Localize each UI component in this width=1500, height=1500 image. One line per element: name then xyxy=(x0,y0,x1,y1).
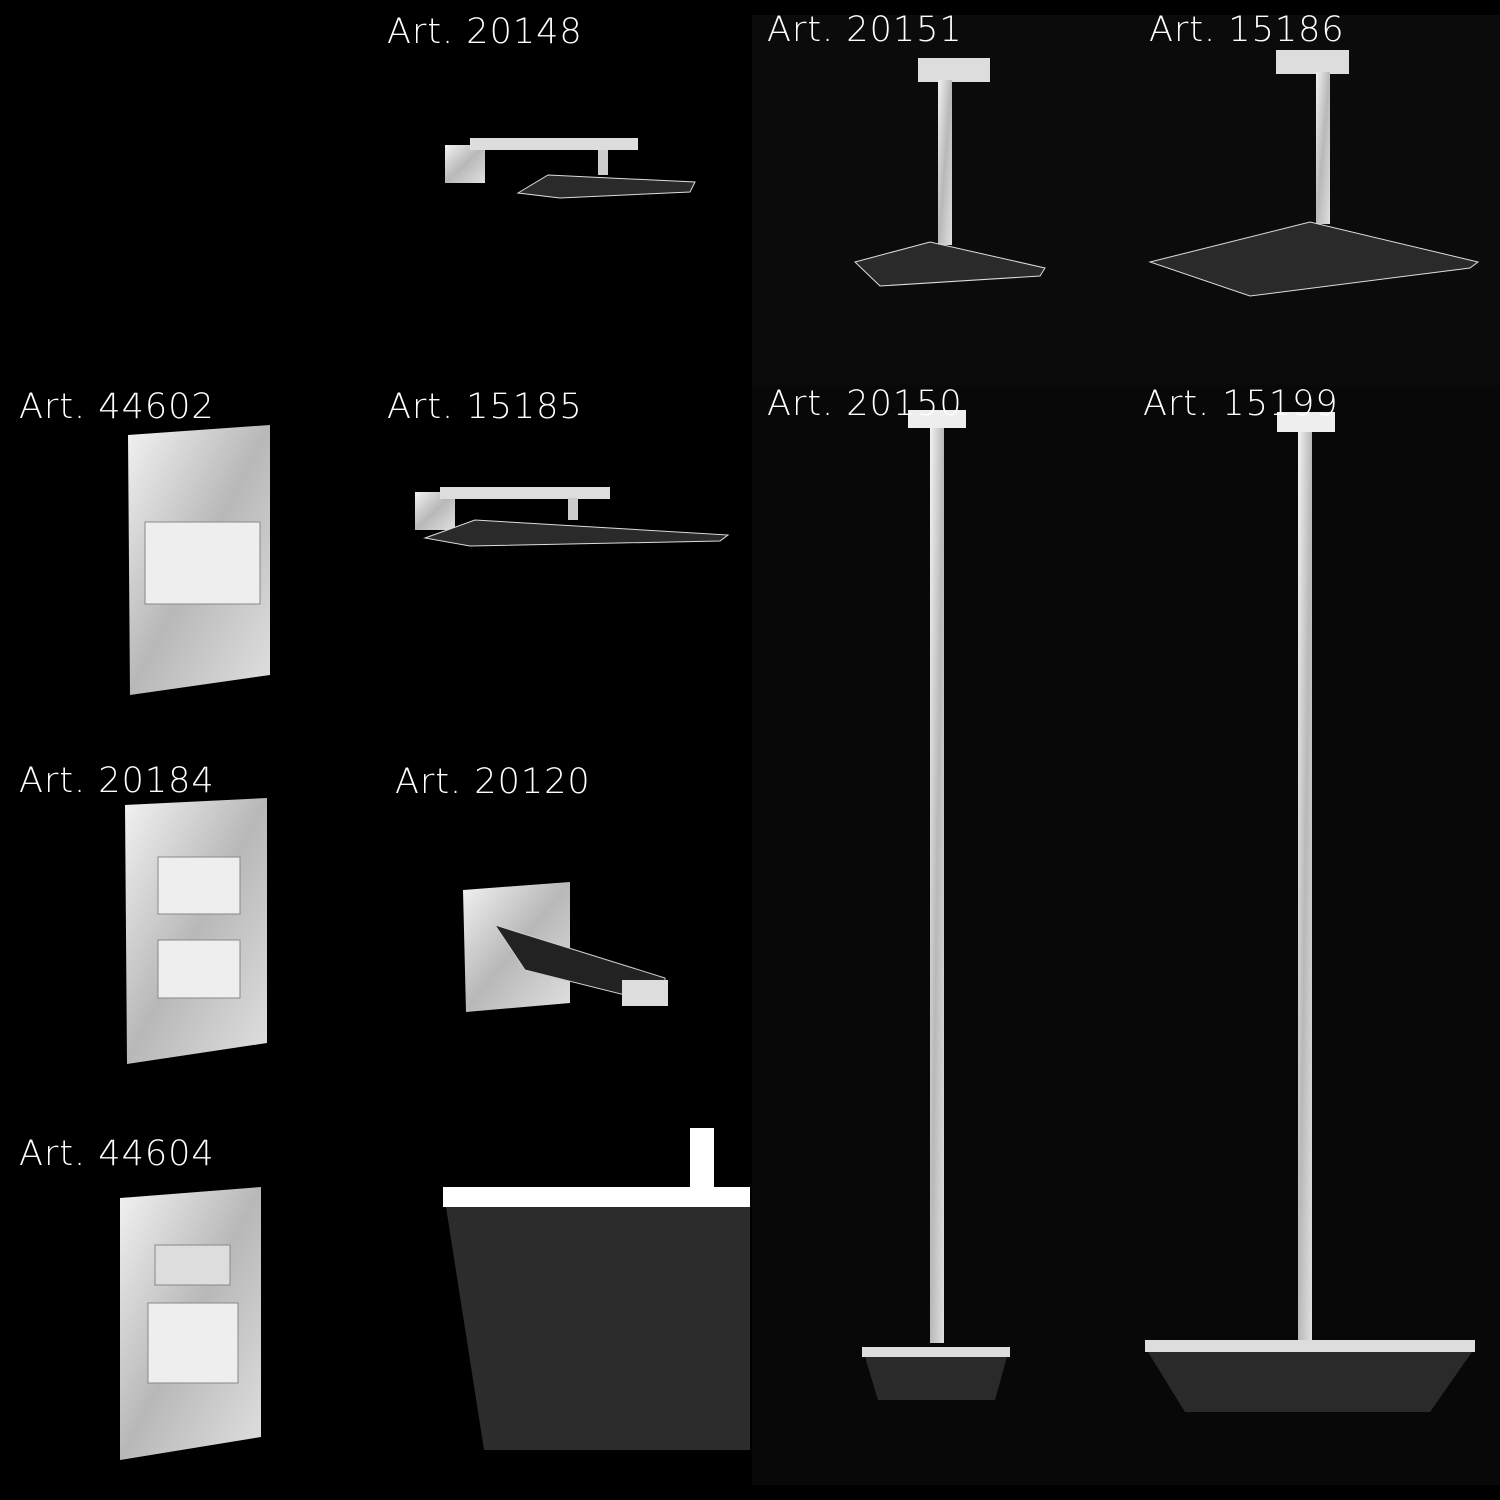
panel-top-right xyxy=(752,15,1500,385)
product-20151-image xyxy=(854,58,1046,287)
label-44602: Art. 44602 xyxy=(19,387,215,427)
product-20148-image xyxy=(445,138,696,199)
label-20184: Art. 20184 xyxy=(19,761,215,801)
label-15185: Art. 15185 xyxy=(387,387,583,427)
label-44604: Art. 44604 xyxy=(19,1134,215,1174)
label-20151: Art. 20151 xyxy=(767,10,963,50)
product-20184-image xyxy=(125,798,267,1064)
product-20120-image xyxy=(463,882,668,1012)
product-15199-image xyxy=(1145,412,1475,1412)
product-44602-image xyxy=(128,425,270,695)
label-20148: Art. 20148 xyxy=(387,12,583,52)
product-44604-image xyxy=(120,1187,261,1460)
label-20120: Art. 20120 xyxy=(395,762,591,802)
product-20150-image xyxy=(862,410,1010,1400)
panel-bottom-right xyxy=(752,385,1500,1485)
label-20150: Art. 20150 xyxy=(767,384,963,424)
shower-head-closeup-image xyxy=(443,1128,750,1450)
product-15185-image xyxy=(415,487,730,547)
label-15199: Art. 15199 xyxy=(1143,384,1339,424)
label-15186: Art. 15186 xyxy=(1149,10,1345,50)
product-15186-image xyxy=(1148,50,1480,297)
